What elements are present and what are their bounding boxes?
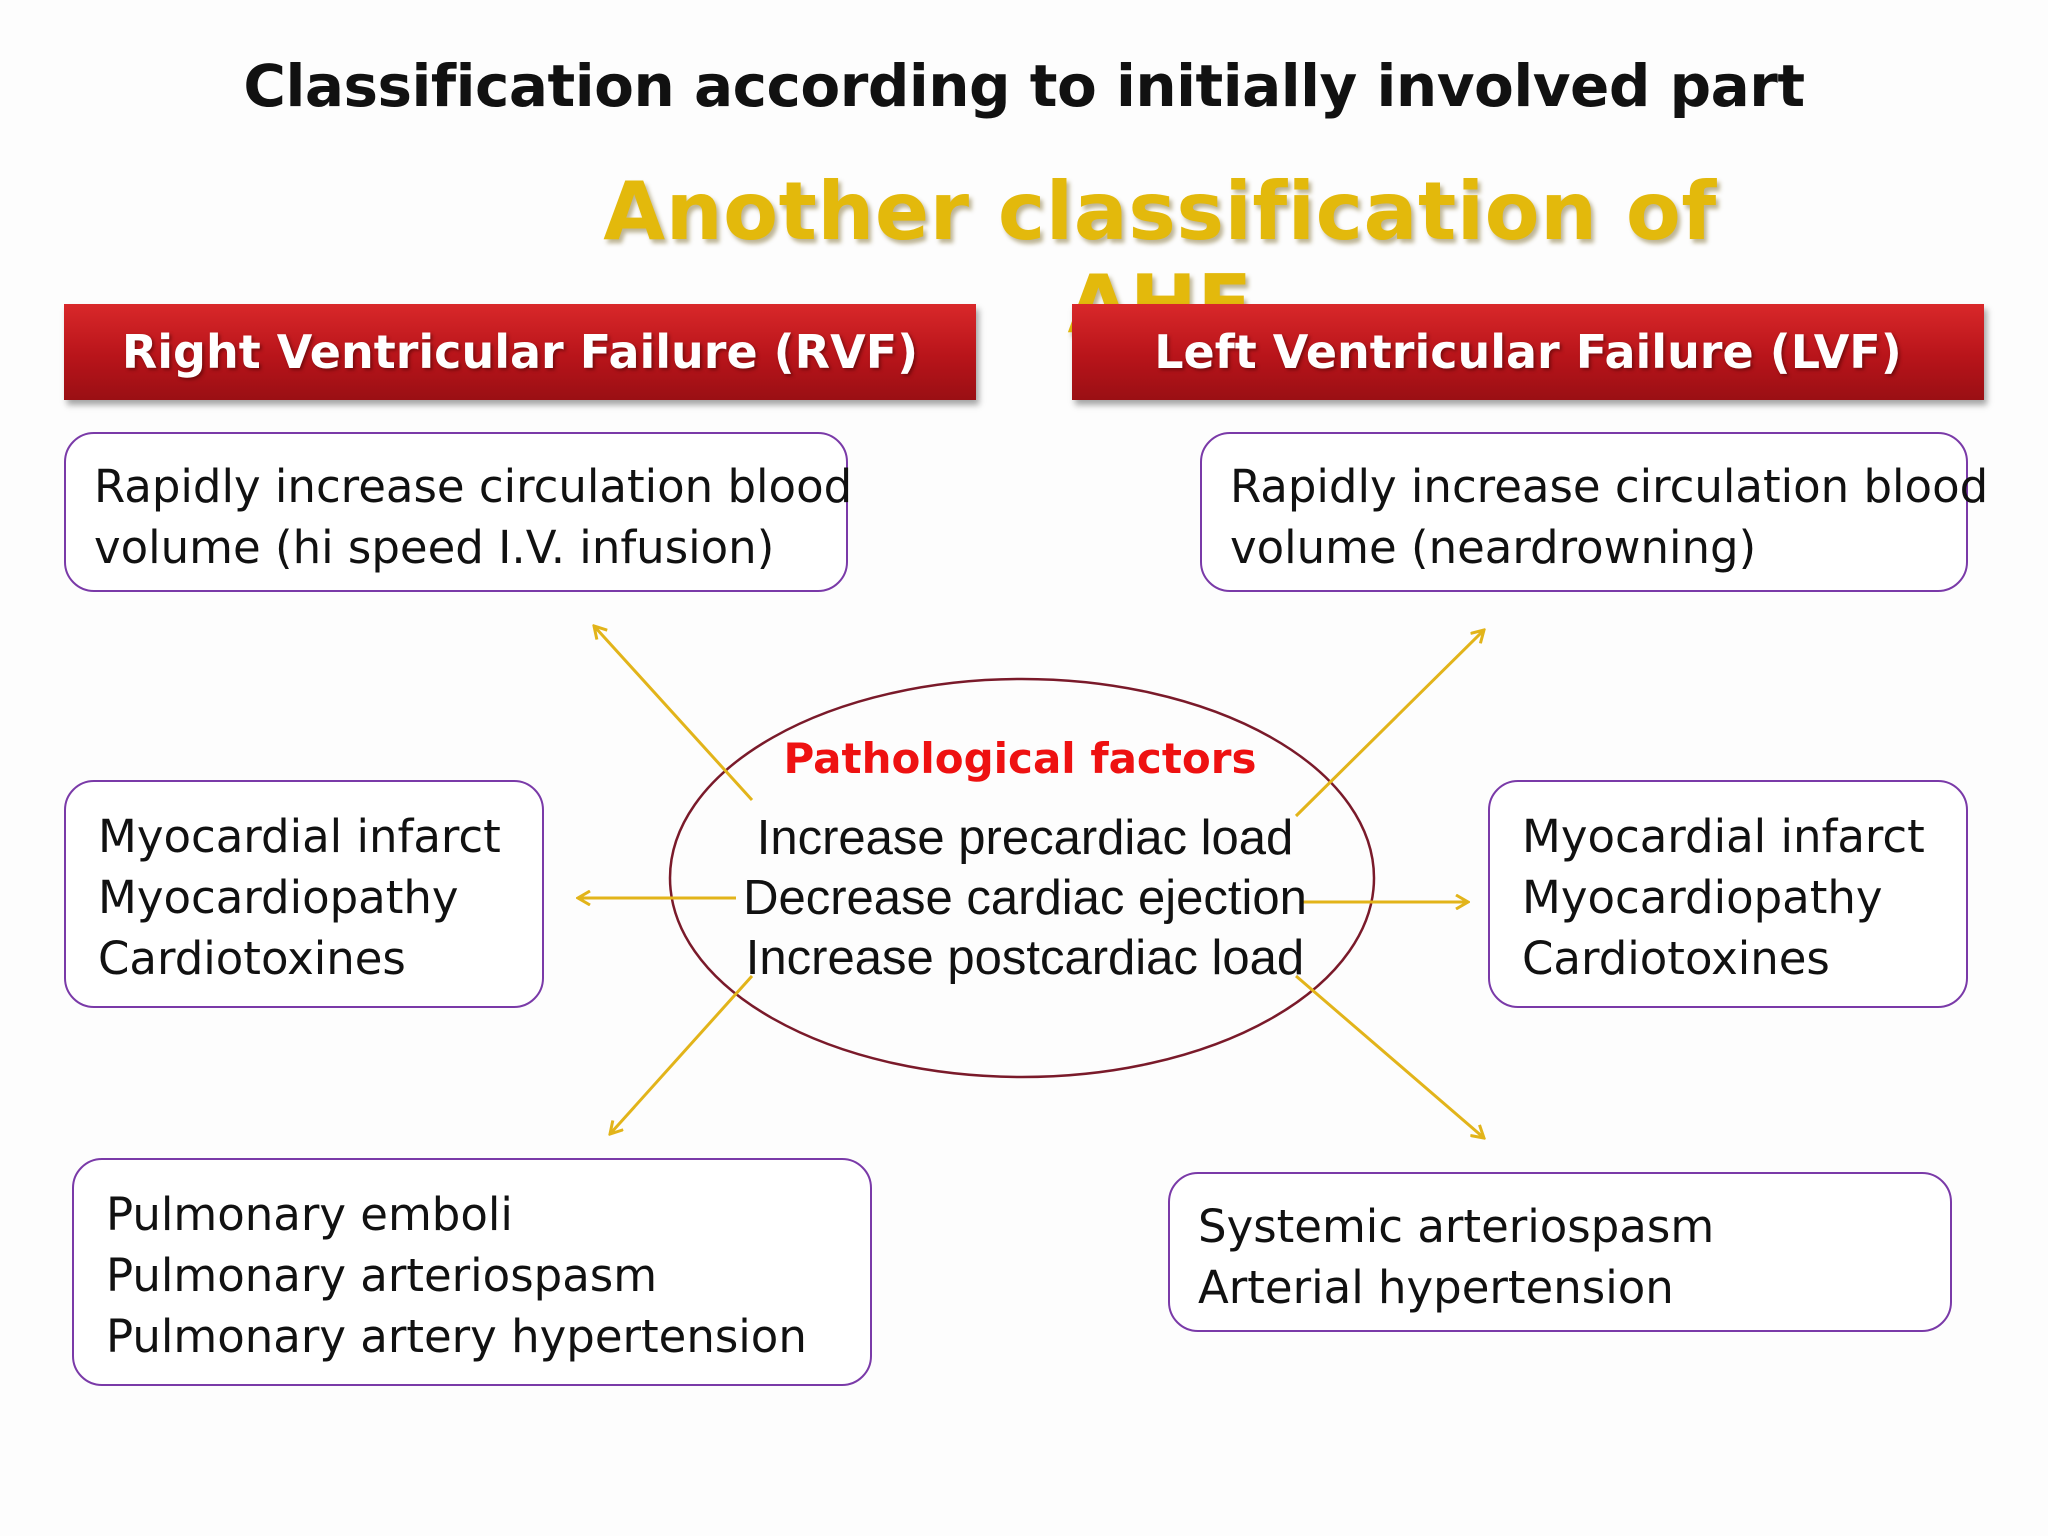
factor-line: Increase postcardiac load <box>745 931 1305 985</box>
box-line: volume (hi speed I.V. infusion) <box>94 521 775 574</box>
pathological-factors-title: Pathological factors <box>783 734 1257 783</box>
arrow-to-rvf-pulmonary <box>610 974 754 1134</box>
rvf-myocardial-box: Myocardial infarct Myocardiopathy Cardio… <box>64 780 544 1008</box>
factor-line: Decrease cardiac ejection <box>743 871 1307 925</box>
lvf-myocardial-box: Myocardial infarct Myocardiopathy Cardio… <box>1488 780 1968 1008</box>
box-line: Rapidly increase circulation blood <box>94 460 853 513</box>
box-line: Cardiotoxines <box>98 932 406 985</box>
pathological-factors-list: Increase precardiac load Decrease cardia… <box>680 808 1370 988</box>
box-line: Pulmonary emboli <box>106 1188 513 1241</box>
box-line: Myocardial infarct <box>98 810 501 863</box>
box-line: Myocardiopathy <box>1522 871 1883 924</box>
box-line: Arterial hypertension <box>1198 1261 1674 1314</box>
pathological-factors-ellipse <box>668 677 1376 1079</box>
box-line: Pulmonary artery hypertension <box>106 1310 807 1363</box>
slide-subtitle: Another classification of AHF <box>603 165 1717 351</box>
rvf-banner: Right Ventricular Failure (RVF) <box>64 304 976 400</box>
box-line: Rapidly increase circulation blood <box>1230 460 1989 513</box>
factor-line: Increase precardiac load <box>756 811 1294 865</box>
arrow-to-lvf-volume <box>1294 630 1484 818</box>
lvf-systemic-box: Systemic arteriospasm Arterial hypertens… <box>1168 1172 1952 1332</box>
box-line: Myocardiopathy <box>98 871 459 924</box>
rvf-volume-box: Rapidly increase circulation blood volum… <box>64 432 853 592</box>
lvf-banner: Left Ventricular Failure (LVF) <box>1072 304 1984 400</box>
box-line: Myocardial infarct <box>1522 810 1925 863</box>
box-line: Cardiotoxines <box>1522 932 1830 985</box>
slide-title: Classification according to initially in… <box>243 52 1805 120</box>
rvf-pulmonary-box: Pulmonary emboli Pulmonary arteriospasm … <box>72 1158 872 1386</box>
arrow-to-rvf-volume <box>594 626 754 802</box>
box-line: volume (neardrowning) <box>1230 521 1757 574</box>
lvf-volume-box: Rapidly increase circulation blood volum… <box>1200 432 1989 592</box>
box-line: Systemic arteriospasm <box>1198 1200 1715 1253</box>
arrow-to-lvf-systemic <box>1295 974 1484 1138</box>
box-line: Pulmonary arteriospasm <box>106 1249 658 1302</box>
